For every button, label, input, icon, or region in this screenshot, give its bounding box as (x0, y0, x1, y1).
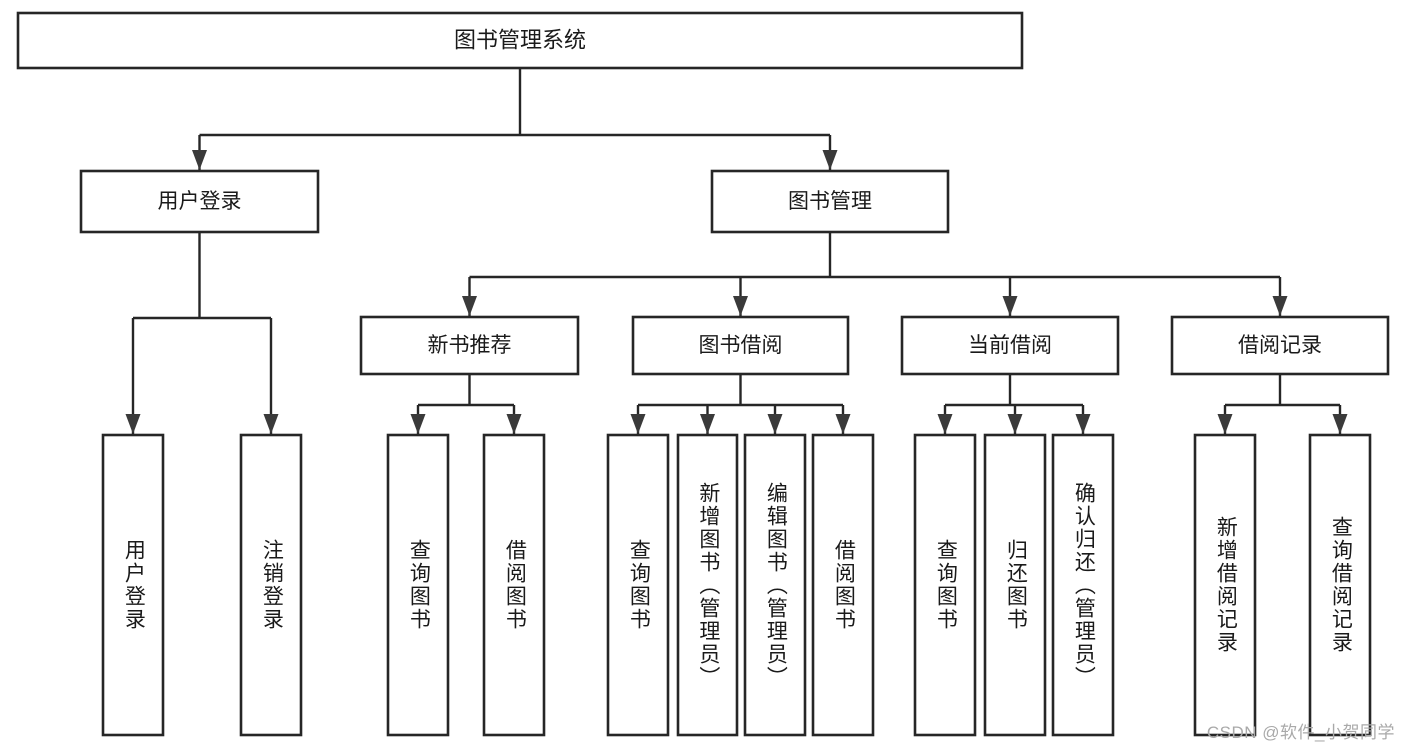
edge-borrow-arrow-0 (630, 414, 646, 434)
level2-node-2-label: 当前借阅 (968, 334, 1052, 357)
leaf-node-6-box[interactable] (743, 433, 807, 737)
edge-record-arrow-0 (1217, 414, 1233, 434)
leaf-node-5-box[interactable] (676, 433, 739, 737)
edge-book-mgmt-arrow-3 (1272, 296, 1288, 316)
edge-book-mgmt-arrow-0 (462, 296, 477, 316)
edge-newbook-arrow-1 (506, 414, 522, 434)
leaf-node-8-box[interactable] (913, 433, 977, 737)
leaf-node-10[interactable] (1051, 433, 1115, 737)
leaf-node-5[interactable] (676, 433, 739, 737)
level2-node-0-box[interactable] (359, 315, 580, 376)
root-node-book-management-system-box[interactable] (16, 11, 1024, 70)
level1-node-1[interactable]: 图书管理 (710, 169, 950, 234)
level2-node-2-box[interactable] (900, 315, 1120, 376)
edge-record-arrow-1 (1332, 414, 1348, 434)
level2-node-2[interactable]: 当前借阅 (900, 315, 1120, 376)
edge-current-arrow-2 (1075, 414, 1091, 434)
level2-node-1-label: 图书借阅 (699, 334, 783, 357)
level2-node-3[interactable]: 借阅记录 (1170, 315, 1390, 376)
edge-login-arrow-0 (125, 414, 141, 434)
level1-node-1-label: 图书管理 (788, 190, 872, 213)
edge-borrow-arrow-3 (835, 414, 851, 434)
edge-newbook-arrow-0 (410, 414, 426, 434)
leaf-node-12[interactable] (1308, 433, 1372, 737)
edge-current-arrow-1 (1007, 414, 1023, 434)
level1-node-0-box[interactable] (79, 169, 320, 234)
edge-borrow-arrow-1 (700, 414, 715, 434)
level2-node-3-box[interactable] (1170, 315, 1390, 376)
level2-node-0[interactable]: 新书推荐 (359, 315, 580, 376)
leaf-node-4[interactable] (606, 433, 670, 737)
leaf-node-11[interactable] (1193, 433, 1257, 737)
edge-root-arrow-1 (822, 150, 838, 170)
level2-node-1[interactable]: 图书借阅 (631, 315, 850, 376)
edge-login-arrow-1 (263, 414, 279, 434)
edge-book-mgmt-arrow-2 (1002, 296, 1018, 316)
edge-root-arrow-0 (192, 150, 207, 170)
leaf-node-10-box[interactable] (1051, 433, 1115, 737)
leaf-node-7[interactable] (811, 433, 875, 737)
leaf-node-1-box[interactable] (239, 433, 303, 737)
leaf-node-2[interactable] (386, 433, 450, 737)
leaf-node-2-box[interactable] (386, 433, 450, 737)
edge-book-mgmt-arrow-1 (733, 296, 748, 316)
watermark-text: CSDN @软件_小贺同学 (1206, 723, 1395, 742)
leaf-node-11-box[interactable] (1193, 433, 1257, 737)
leaf-node-4-box[interactable] (606, 433, 670, 737)
leaf-node-3[interactable] (482, 433, 546, 737)
leaf-node-1[interactable] (239, 433, 303, 737)
leaf-node-8[interactable] (913, 433, 977, 737)
edge-current-arrow-0 (937, 414, 953, 434)
leaf-node-7-box[interactable] (811, 433, 875, 737)
leaf-node-9-box[interactable] (983, 433, 1047, 737)
leaf-node-6[interactable] (743, 433, 807, 737)
level2-node-3-label: 借阅记录 (1238, 334, 1322, 357)
edge-borrow-arrow-2 (767, 414, 783, 434)
leaf-node-0[interactable] (101, 433, 165, 737)
root-node-book-management-system[interactable]: 图书管理系统 (16, 11, 1024, 70)
leaf-node-12-box[interactable] (1308, 433, 1372, 737)
level1-node-0[interactable]: 用户登录 (79, 169, 320, 234)
level2-node-1-box[interactable] (631, 315, 850, 376)
level2-node-0-label: 新书推荐 (428, 334, 512, 357)
edges-layer (125, 68, 1348, 434)
level1-node-0-label: 用户登录 (158, 190, 242, 213)
level1-node-1-box[interactable] (710, 169, 950, 234)
root-node-book-management-system-label: 图书管理系统 (454, 27, 586, 52)
leaf-node-0-box[interactable] (101, 433, 165, 737)
leaf-node-9[interactable] (983, 433, 1047, 737)
leaf-node-3-box[interactable] (482, 433, 546, 737)
